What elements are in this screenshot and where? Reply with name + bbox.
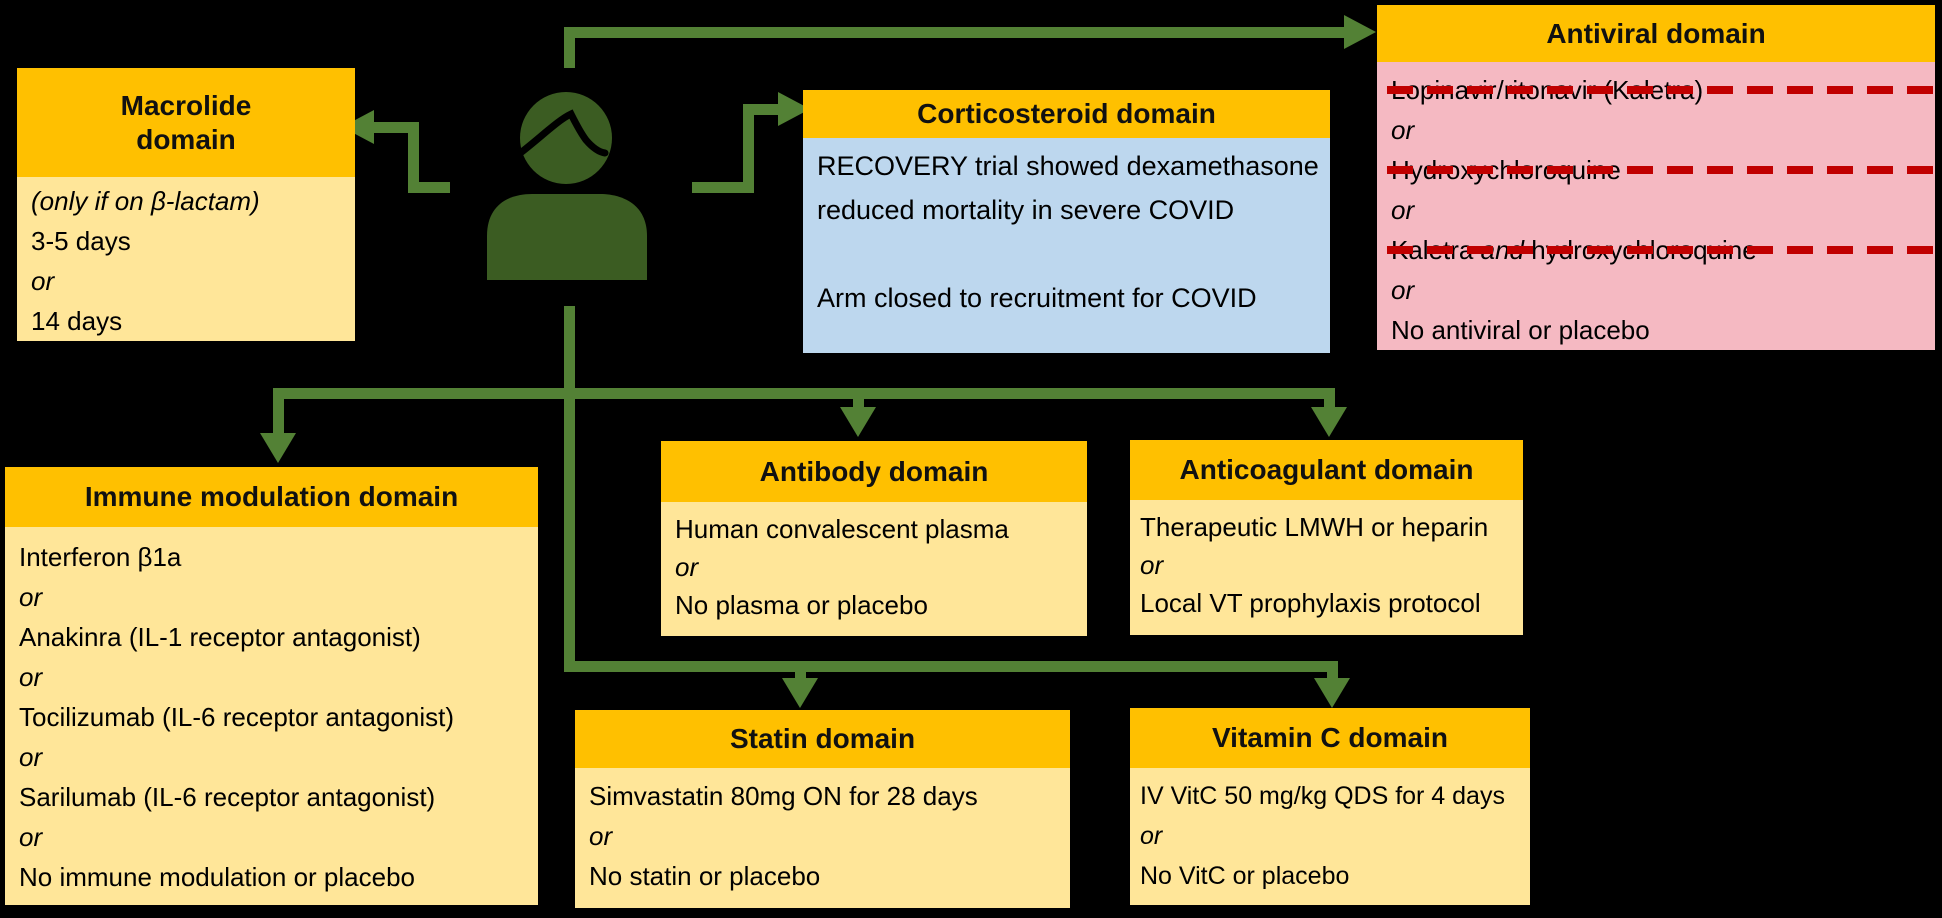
treatment-option: IV VitC 50 mg/kg QDS for 4 days [1140, 782, 1505, 810]
title-line: Antibody domain [759, 455, 989, 487]
treatment-option: Interferon β1a [19, 542, 182, 572]
arrow-segment [795, 668, 806, 680]
title-line: domain [136, 123, 236, 155]
anticoagulant-domain-title: Anticoagulant domain [1130, 440, 1523, 500]
treatment-option-strikethrough: Lopinavir/ritonavir (Kaletra) [1387, 70, 1935, 110]
vitamin-c-domain-body: IV VitC 50 mg/kg QDS for 4 days or No Vi… [1130, 768, 1530, 905]
title-line: Immune modulation domain [84, 481, 459, 513]
treatment-option: No plasma or placebo [675, 590, 928, 620]
or-separator: or [1140, 550, 1164, 580]
treatment-option: No immune modulation or placebo [19, 862, 415, 892]
antibody-domain-body: Human convalescent plasma or No plasma o… [661, 502, 1087, 636]
treatment-option: Anakinra (IL-1 receptor antagonist) [19, 622, 421, 652]
arrow-segment [743, 104, 754, 193]
arrowhead-down-icon [1314, 678, 1350, 708]
treatment-option-strikethrough: Kaletra and hydroxychloroquine [1387, 230, 1935, 270]
treatment-option: 14 days [31, 306, 123, 336]
or-separator: or [589, 821, 613, 851]
arrow-segment [692, 182, 754, 193]
or-separator: or [19, 822, 43, 852]
corticosteroid-domain-body: RECOVERY trial showed dexamethasone redu… [803, 138, 1330, 353]
treatment-option: No statin or placebo [589, 861, 821, 891]
antiviral-domain-box: Antiviral domain Lopinavir/ritonavir (Ka… [1377, 5, 1935, 350]
treatment-option: No VitC or placebo [1140, 862, 1350, 890]
treatment-option: Sarilumab (IL-6 receptor antagonist) [19, 782, 436, 812]
anticoagulant-domain-box: Anticoagulant domain Therapeutic LMWH or… [1130, 440, 1523, 635]
info-text: reduced mortality in severe COVID [817, 195, 1235, 225]
or-separator: or [675, 552, 699, 582]
macrolide-domain-body: (only if on β-lactam) 3-5 days or 14 day… [17, 177, 355, 341]
option-text-italic: and [1480, 235, 1524, 265]
or-separator: or [1391, 195, 1415, 225]
treatment-option-strikethrough: Hydroxychloroquine [1387, 150, 1935, 190]
immune-modulation-domain-box: Immune modulation domain Interferon β1a … [5, 467, 538, 905]
antibody-domain-title: Antibody domain [661, 441, 1087, 502]
statin-domain-box: Statin domain Simvastatin 80mg ON for 28… [575, 710, 1070, 908]
vitamin-c-domain-box: Vitamin C domain IV VitC 50 mg/kg QDS fo… [1130, 708, 1530, 905]
treatment-option: 3-5 days [31, 226, 131, 256]
arrow-segment [372, 122, 414, 133]
title-line: Anticoagulant domain [1179, 454, 1474, 486]
immune-modulation-domain-body: Interferon β1a or Anakinra (IL-1 recepto… [5, 527, 538, 905]
treatment-option: Simvastatin 80mg ON for 28 days [589, 781, 978, 811]
antibody-domain-box: Antibody domain Human convalescent plasm… [661, 441, 1087, 636]
title-line: Antiviral domain [1546, 17, 1766, 49]
or-separator: or [19, 662, 43, 692]
immune-modulation-domain-title: Immune modulation domain [5, 467, 538, 527]
title-line: Statin domain [729, 723, 916, 755]
or-separator: or [19, 582, 43, 612]
patient-person-icon [487, 92, 647, 280]
info-text: Arm closed to recruitment for COVID [817, 283, 1257, 313]
arrowhead-down-icon [782, 678, 818, 708]
arrow-segment [564, 306, 575, 672]
macrolide-domain-box: Macrolide domain (only if on β-lactam) 3… [17, 68, 355, 341]
or-separator: or [1391, 275, 1415, 305]
treatment-option: Local VT prophylaxis protocol [1140, 588, 1481, 618]
arrow-segment [273, 388, 284, 434]
arrowhead-down-icon [260, 433, 296, 463]
vitamin-c-domain-title: Vitamin C domain [1130, 708, 1530, 768]
antiviral-domain-title: Antiviral domain [1377, 5, 1935, 62]
corticosteroid-domain-title: Corticosteroid domain [803, 90, 1330, 138]
arrow-segment [1327, 661, 1338, 680]
treatment-option: Tocilizumab (IL-6 receptor antagonist) [19, 702, 454, 732]
arrow-segment [564, 661, 1338, 672]
corticosteroid-domain-box: Corticosteroid domain RECOVERY trial sho… [803, 90, 1330, 353]
option-text: hydroxychloroquine [1524, 235, 1757, 265]
arrowhead-down-icon [1311, 407, 1347, 437]
arrow-segment [1324, 395, 1335, 409]
title-line: Vitamin C domain [1212, 722, 1448, 754]
arrowhead-right-icon [1344, 15, 1376, 49]
arrow-segment [564, 27, 1346, 38]
info-text: RECOVERY trial showed dexamethasone [817, 151, 1319, 181]
treatment-option: No antiviral or placebo [1391, 315, 1650, 345]
statin-domain-body: Simvastatin 80mg ON for 28 days or No st… [575, 768, 1070, 908]
arrow-segment [408, 182, 450, 193]
arrow-segment [743, 104, 780, 115]
treatment-option: Human convalescent plasma [675, 514, 1009, 544]
treatment-note: (only if on β-lactam) [31, 186, 260, 216]
arrowhead-down-icon [840, 407, 876, 437]
title-line: Macrolide [120, 90, 252, 122]
arrow-segment [564, 28, 575, 68]
anticoagulant-domain-body: Therapeutic LMWH or heparin or Local VT … [1130, 500, 1523, 635]
title-line: Corticosteroid domain [917, 98, 1216, 130]
statin-domain-title: Statin domain [575, 710, 1070, 768]
arrow-segment [273, 388, 1335, 399]
antiviral-domain-body: Lopinavir/ritonavir (Kaletra) or Hydroxy… [1377, 62, 1935, 350]
or-separator: or [31, 266, 55, 296]
or-separator: or [19, 742, 43, 772]
or-separator: or [1140, 822, 1163, 850]
treatment-option: Therapeutic LMWH or heparin [1140, 512, 1489, 542]
or-separator: or [1391, 115, 1415, 145]
macrolide-domain-title: Macrolide domain [17, 68, 355, 177]
info-text [817, 232, 1316, 276]
arrow-segment [853, 395, 864, 409]
arrow-segment [408, 122, 419, 193]
option-text: Kaletra [1391, 235, 1481, 265]
